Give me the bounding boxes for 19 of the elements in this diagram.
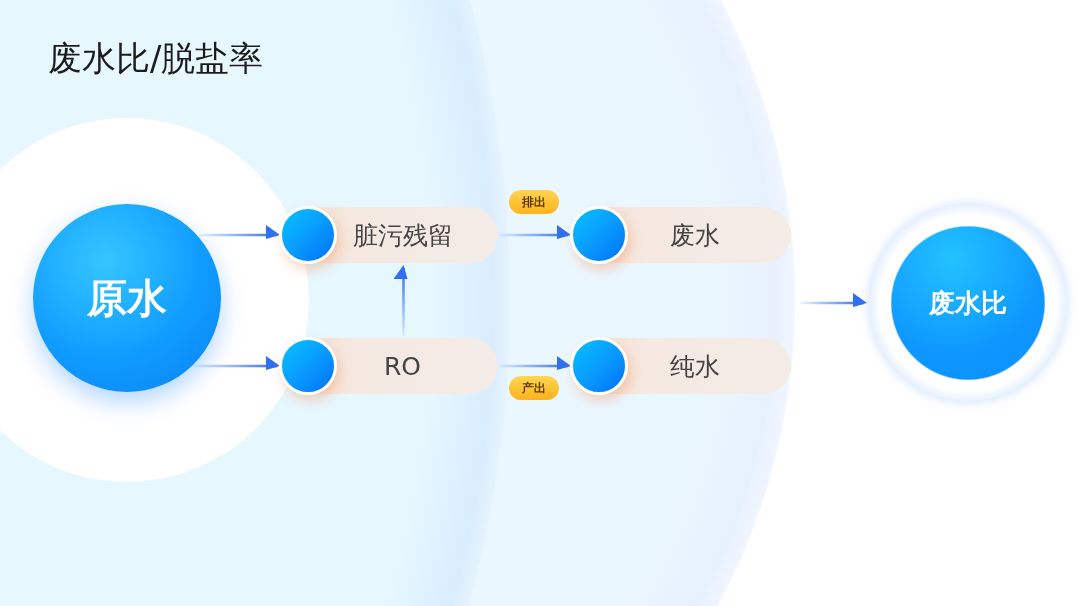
arrow bbox=[500, 225, 571, 239]
arrow bbox=[198, 225, 280, 239]
arrow bbox=[500, 356, 571, 370]
node-label: 废水 bbox=[669, 219, 720, 252]
node-label: 脏污残留 bbox=[352, 219, 453, 252]
edge-label: 产出 bbox=[509, 376, 559, 400]
label-pill bbox=[572, 338, 791, 394]
label-pill bbox=[281, 207, 498, 263]
arrow bbox=[393, 265, 408, 336]
node-label: 原水 bbox=[87, 273, 167, 323]
arrow bbox=[193, 356, 280, 370]
node-label: 废水比 bbox=[929, 286, 1007, 320]
label-pill bbox=[281, 338, 498, 394]
label-pill bbox=[572, 207, 791, 263]
edge-label: 排出 bbox=[509, 190, 559, 214]
arrow bbox=[800, 293, 867, 307]
title: 废水比/脱盐率 bbox=[48, 38, 264, 79]
node-label: 纯水 bbox=[669, 350, 720, 383]
node-label: RO bbox=[383, 351, 422, 381]
